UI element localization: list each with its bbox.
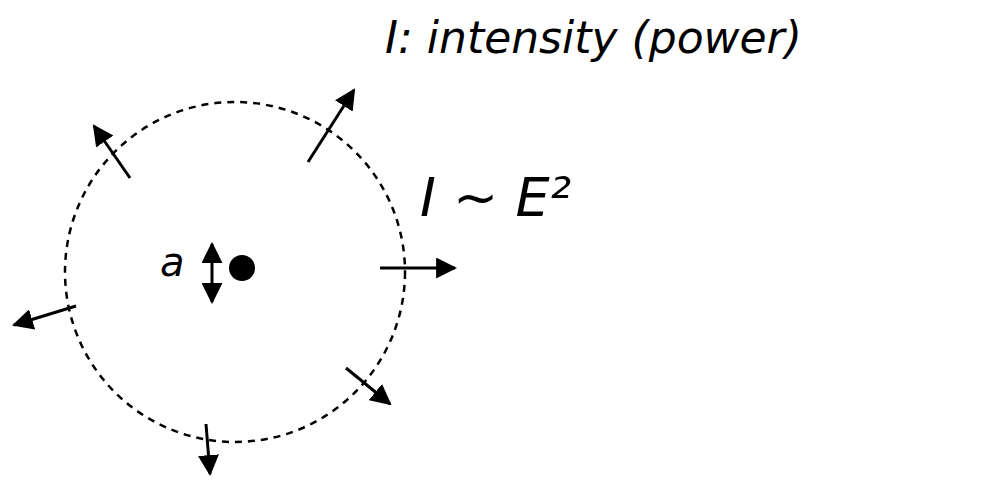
radiation-arrows: [14, 90, 455, 474]
intensity-relation: I ~ E²: [420, 168, 571, 227]
amplitude-label: a: [160, 240, 185, 284]
wavefront-circle: [65, 102, 405, 442]
charge-dot: [229, 255, 255, 281]
oscillation-arrow: [211, 244, 214, 302]
intensity-note: I: intensity (power): [385, 14, 802, 62]
